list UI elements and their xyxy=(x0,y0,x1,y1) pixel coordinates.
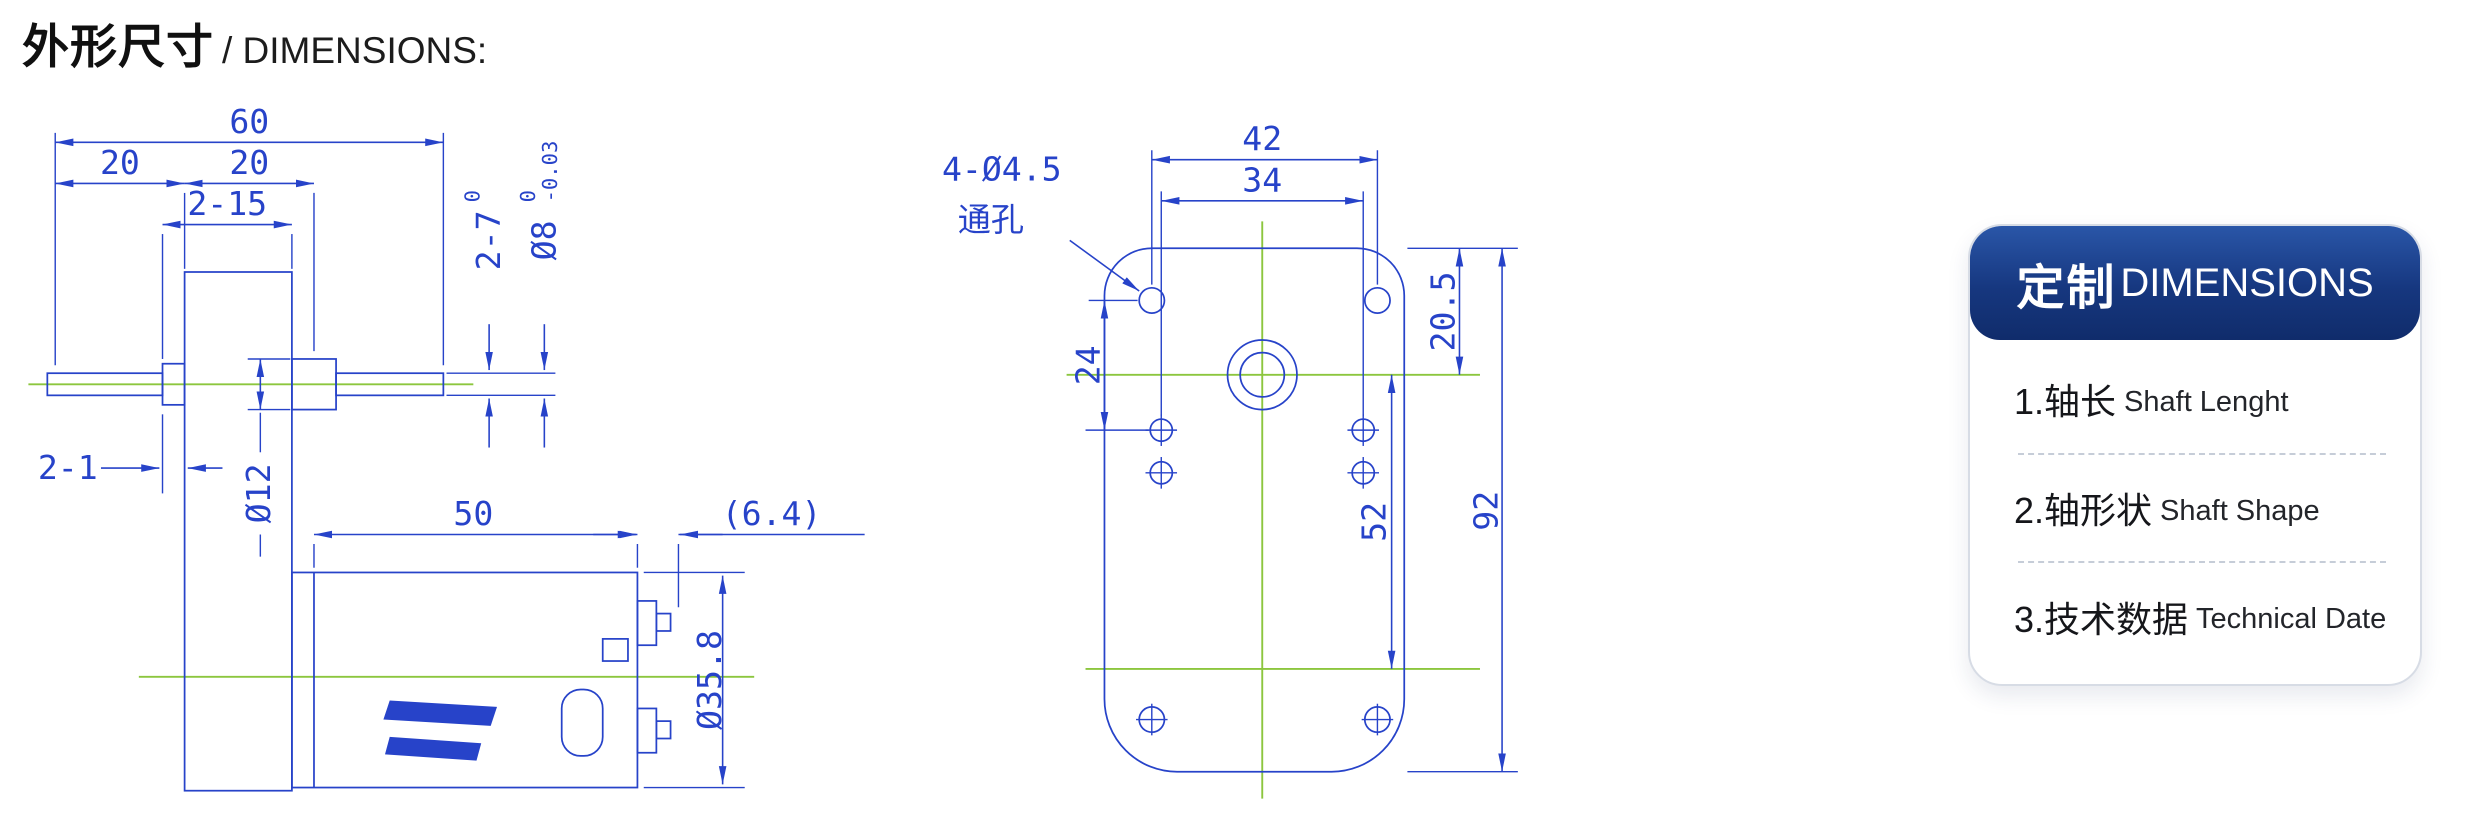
front-view-dimensions: 42 34 4-Ø4.5 通孔 24 20.5 xyxy=(942,119,1518,773)
dim-2-7-sup: 0 xyxy=(461,190,485,202)
dim-42-label: 42 xyxy=(1242,119,1282,158)
page-title: 外形尺寸 / DIMENSIONS: xyxy=(22,8,487,77)
dashed-divider xyxy=(2018,452,2386,455)
dim-2-15-label: 2-15 xyxy=(187,184,267,223)
dim-34-label: 34 xyxy=(1242,160,1282,199)
front-view: 42 34 4-Ø4.5 通孔 24 20.5 xyxy=(942,119,1518,799)
dim-d8-tol-lower: -0.03 xyxy=(538,141,562,203)
list-item-zh: 1.轴长 xyxy=(2014,381,2117,423)
dim-52-label: 52 xyxy=(1354,502,1393,542)
mount-hole xyxy=(1363,286,1391,314)
dim-2-1-label: 2-1 xyxy=(38,448,98,487)
dim-d8-label: Ø8 xyxy=(524,220,563,260)
dim-d35-8-label: Ø35.8 xyxy=(690,630,729,730)
vent-slot xyxy=(384,736,482,761)
side-view-centerlines xyxy=(28,383,755,678)
page-title-en: / DIMENSIONS: xyxy=(222,30,488,71)
list-item-zh: 3.技术数据 xyxy=(2014,598,2189,640)
dim-20-left-label: 20 xyxy=(100,143,140,182)
dim-60-label: 60 xyxy=(229,102,269,141)
holes-note-line1: 4-Ø4.5 xyxy=(942,149,1062,188)
side-view: 60 20 20 2-15 2-7 xyxy=(28,102,865,792)
card-header-en: DIMENSIONS xyxy=(2120,260,2374,305)
dim-50-label: 50 xyxy=(453,494,493,533)
shaft-bore-inner xyxy=(1239,351,1286,398)
list-item-shaft-shape: 2.轴形状 Shaft Shape xyxy=(2014,455,2390,562)
card-header: 定制 DIMENSIONS xyxy=(1970,226,2420,340)
side-view-outline xyxy=(46,271,672,792)
dim-92-label: 92 xyxy=(1466,491,1505,531)
front-view-outline xyxy=(1103,247,1406,773)
dim-2-7-label: 2-7 xyxy=(469,210,508,270)
list-item-en: Shaft Lenght xyxy=(2124,385,2289,418)
card-body: 1.轴长 Shaft Lenght 2.轴形状 Shaft Shape 3.技术… xyxy=(1970,340,2420,684)
list-item-shaft-length: 1.轴长 Shaft Lenght xyxy=(2014,346,2390,453)
list-item-en: Technical Date xyxy=(2196,603,2387,636)
dashed-divider xyxy=(2018,561,2386,564)
holes-note-line2: 通孔 xyxy=(958,200,1024,239)
dim-20-right-label: 20 xyxy=(229,143,269,182)
motor-oval-hole xyxy=(560,688,604,757)
card-header-zh: 定制 xyxy=(2016,262,2117,315)
dim-6-4-label: (6.4) xyxy=(722,494,822,533)
customization-card: 定制 DIMENSIONS 1.轴长 Shaft Lenght 2.轴形状 Sh… xyxy=(1968,224,2422,686)
dim-d8-tol-upper: 0 xyxy=(516,190,540,202)
page-title-zh: 外形尺寸 xyxy=(22,20,214,73)
list-item-en: Shaft Shape xyxy=(2160,494,2320,527)
vent-slot xyxy=(383,700,498,726)
hole-center-marks xyxy=(1136,414,1394,736)
list-item-technical-data: 3.技术数据 Technical Date xyxy=(2014,563,2390,670)
mount-hole xyxy=(1138,286,1166,314)
dim-20-5-label: 20.5 xyxy=(1424,272,1463,352)
front-view-centerlines xyxy=(1066,221,1480,799)
dim-d12-label: Ø12 xyxy=(239,463,278,523)
dim-24-label: 24 xyxy=(1069,345,1108,385)
side-view-dimensions: 60 20 20 2-15 2-7 xyxy=(38,102,865,789)
shaft-bore-outer xyxy=(1226,339,1298,411)
list-item-zh: 2.轴形状 xyxy=(2014,490,2153,531)
